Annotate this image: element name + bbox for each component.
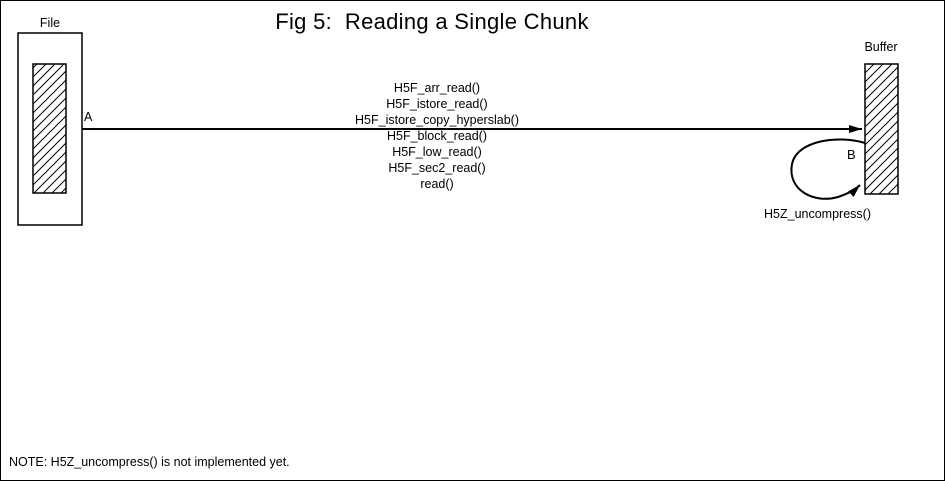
- file-label: File: [39, 16, 61, 30]
- call-stack-item: read(): [420, 177, 454, 191]
- buffer-label: Buffer: [864, 40, 898, 54]
- call-stack-item: H5F_arr_read(): [393, 81, 481, 95]
- call-stack-item: H5F_low_read(): [392, 145, 482, 159]
- call-stack: H5F_arr_read() H5F_istore_read() H5F_istor…: [355, 80, 519, 192]
- buffer-hatched-rect: [864, 63, 899, 195]
- call-stack-item: H5F_istore_copy_hyperslab(): [355, 113, 519, 127]
- call-stack-item: H5F_istore_read(): [386, 97, 488, 111]
- call-stack-item: H5F_block_read(): [386, 129, 488, 143]
- figure-title: Fig 5: Reading a Single Chunk: [275, 9, 589, 34]
- call-stack-item: H5F_sec2_read(): [388, 161, 486, 175]
- file-chunk-hatched-rect: [32, 63, 67, 194]
- uncompress-function-label: H5Z_uncompress(): [764, 207, 871, 221]
- implementation-note: NOTE: H5Z_uncompress() is not implemente…: [9, 455, 290, 469]
- point-a-label: A: [84, 110, 93, 124]
- uncompress-loop-arrow: [790, 138, 866, 200]
- point-b-label: B: [847, 147, 856, 162]
